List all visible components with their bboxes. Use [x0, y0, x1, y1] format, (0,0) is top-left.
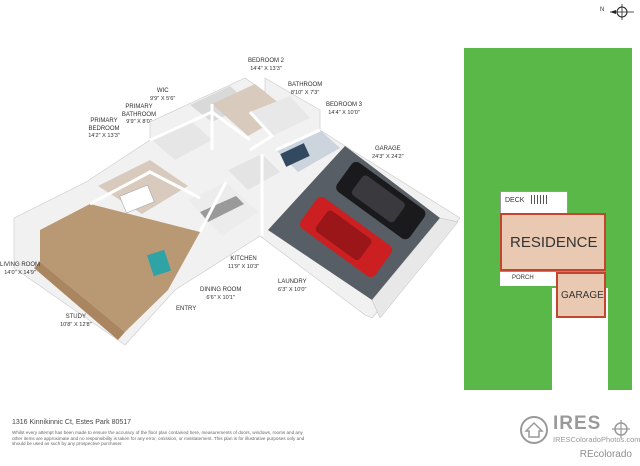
label-bathroom: BATHROOM 8'10" x 7'3" — [288, 82, 323, 96]
label-bedroom-3: BEDROOM 3 14'4" x 10'0" — [326, 102, 363, 116]
dining-table — [147, 249, 171, 277]
laundry-floor — [228, 154, 280, 190]
deck-stairs-icon — [531, 195, 547, 204]
site-plan-garage: GARAGE — [556, 272, 606, 318]
garage-wall — [371, 217, 459, 319]
primary-bathroom-floor — [150, 120, 212, 160]
site-plan-residence: RESIDENCE — [500, 213, 606, 271]
label-living-room: LIVING ROOM 14'0" x 14'9" — [0, 262, 41, 276]
crosshair-icon — [612, 420, 630, 438]
credit: REcolorado — [579, 449, 632, 460]
compass-icon: N — [600, 2, 636, 22]
label-dining-room: DINING ROOM 6'6" x 10'1" — [200, 287, 242, 301]
car-black — [336, 161, 426, 240]
label-bedroom-2: BEDROOM 2 14'4" x 13'3" — [248, 58, 285, 72]
ires-watermark: IRES IRESColoradoPhotos.com — [519, 413, 640, 447]
bathroom-floor — [250, 96, 310, 136]
bed-primary — [119, 184, 155, 214]
label-primary-bathroom: PRIMARY BATHROOM 9'9" x 8'0" — [121, 104, 157, 125]
address: 1316 Kinnikinnic Ct, Estes Park 80517 — [12, 419, 132, 426]
label-laundry: LAUNDRY 6'3" x 10'0" — [278, 279, 307, 293]
site-plan-porch: PORCH — [500, 272, 556, 286]
interior-walls — [89, 104, 321, 236]
floor-plan-3d — [13, 77, 460, 346]
house-logo-icon — [520, 416, 548, 444]
label-entry: ENTRY — [176, 306, 197, 312]
site-plan-deck: DECK — [500, 191, 568, 215]
living-floor — [40, 204, 200, 332]
car-red — [299, 196, 393, 278]
label-wic: WIC 9'9" x 5'6" — [150, 88, 176, 102]
kitchen-counter — [200, 196, 244, 222]
study-floor — [34, 262, 125, 340]
bed-bedroom3 — [280, 143, 310, 167]
label-study: STUDY 10'8" x 12'8" — [60, 314, 92, 328]
label-garage: GARAGE 24'3" x 24'2" — [372, 146, 404, 160]
disclaimer: Whilst every attempt has been made to en… — [12, 430, 305, 447]
site-plan: DECK RESIDENCE PORCH GARAGE — [464, 48, 632, 390]
label-kitchen: KITCHEN 11'9" x 10'3" — [228, 256, 260, 270]
label-primary-bedroom: PRIMARY BEDROOM 14'2" x 13'3" — [88, 118, 120, 139]
